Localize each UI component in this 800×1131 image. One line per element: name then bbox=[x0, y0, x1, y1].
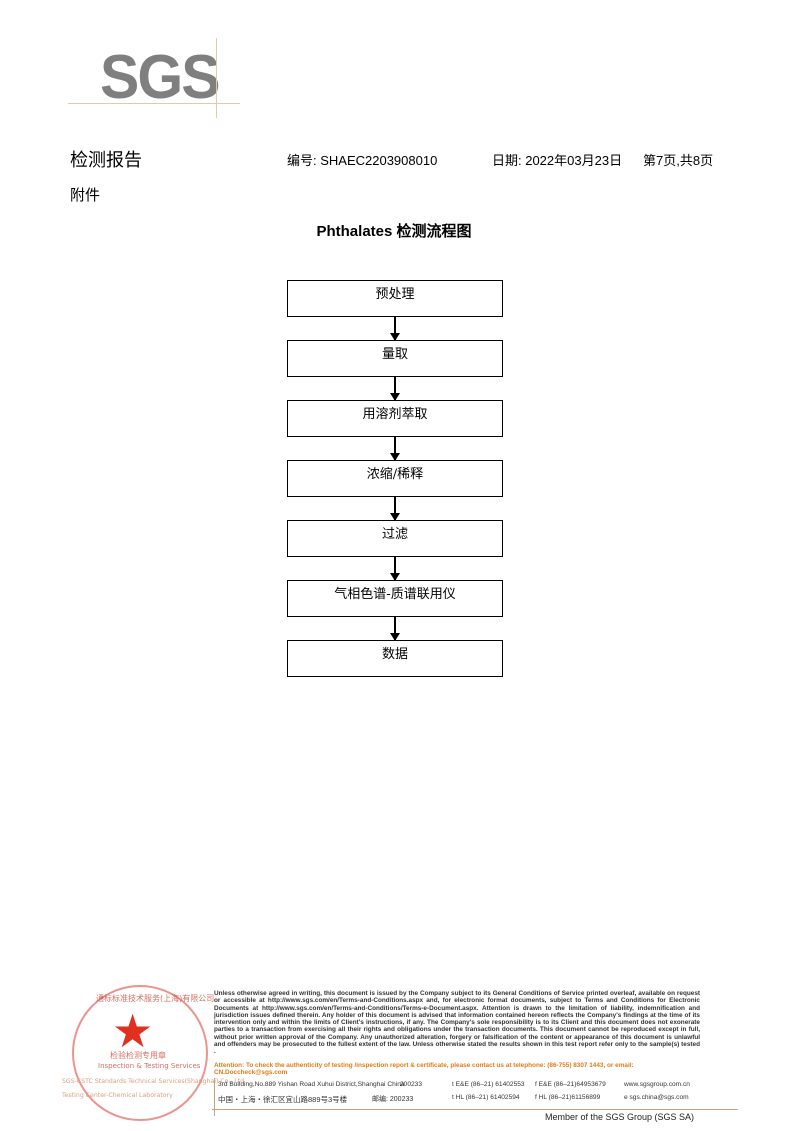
zip-cn: 邮编: 200233 bbox=[372, 1096, 414, 1103]
footer-line-v bbox=[214, 1078, 215, 1116]
flow-step: 浓缩/稀释 bbox=[287, 460, 503, 497]
flow-arrow bbox=[390, 377, 400, 401]
report-date: 日期: 2022年03月23日 bbox=[492, 153, 623, 168]
company-name: SGS-CSTC Standards Technical Services(Sh… bbox=[62, 1078, 247, 1085]
report-number: 编号: SHAEC2203908010 bbox=[287, 153, 438, 168]
address-cn: 中国・上海・徐汇区宜山路889号3号楼 bbox=[218, 1095, 348, 1104]
flow-arrow bbox=[390, 557, 400, 581]
flow-arrow bbox=[390, 617, 400, 641]
star-icon: ★ bbox=[112, 1004, 154, 1058]
fax-ee: f E&E (86–21)64953679 bbox=[535, 1081, 606, 1088]
flow-arrow bbox=[390, 317, 400, 341]
company-seal bbox=[72, 985, 208, 1121]
sgs-member-note: Member of the SGS Group (SGS SA) bbox=[545, 1112, 695, 1122]
fax-hl: f HL (86–21)61156899 bbox=[535, 1094, 601, 1101]
zip-en: 200233 bbox=[400, 1081, 423, 1088]
tel-ee: t E&E (86–21) 61402553 bbox=[452, 1081, 525, 1088]
seal-center-cn: 检验检测专用章 bbox=[110, 1051, 166, 1060]
footer-line-h bbox=[212, 1109, 738, 1110]
address-en: 3rd Building,No.889 Yishan Road Xuhui Di… bbox=[218, 1081, 405, 1088]
tel-hl: t HL (86–21) 61402594 bbox=[452, 1094, 520, 1101]
flow-step: 数据 bbox=[287, 640, 503, 677]
section-label: 附件 bbox=[70, 186, 101, 204]
flow-step: 过滤 bbox=[287, 520, 503, 557]
flow-step: 预处理 bbox=[287, 280, 503, 317]
sgs-logo: SGS bbox=[100, 43, 221, 112]
lab-name: Testing Center-Chemical Laboratory bbox=[62, 1092, 173, 1099]
legal-disclaimer: Unless otherwise agreed in writing, this… bbox=[214, 990, 700, 1056]
flow-arrow bbox=[390, 497, 400, 521]
seal-center-en: Inspection & Testing Services bbox=[98, 1062, 201, 1070]
flow-arrow bbox=[390, 437, 400, 461]
website: www.sgsgroup.com.cn bbox=[624, 1081, 690, 1088]
flowchart-title: Phthalates 检测流程图 bbox=[316, 223, 472, 240]
authenticity-notice: Attention: To check the authenticity of … bbox=[214, 1062, 634, 1077]
seal-ring-text: 通标标准技术服务(上海)有限公司 bbox=[96, 994, 215, 1003]
flow-step: 用溶剂萃取 bbox=[287, 400, 503, 437]
page-indicator: 第7页,共8页 bbox=[643, 153, 714, 168]
logo-line-h bbox=[68, 103, 240, 104]
report-title: 检测报告 bbox=[70, 150, 142, 171]
email: e sgs.china@sgs.com bbox=[624, 1094, 689, 1101]
flow-step: 气相色谱-质谱联用仪 bbox=[287, 580, 503, 617]
logo-line-v bbox=[216, 38, 217, 118]
flow-step: 量取 bbox=[287, 340, 503, 377]
